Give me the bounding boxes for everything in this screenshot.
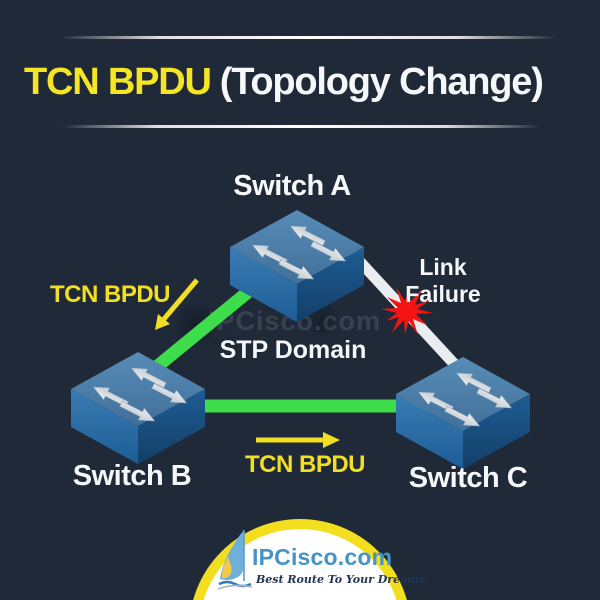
logo-name: IPCisco.com bbox=[252, 544, 393, 570]
switch-a-label: Switch A bbox=[233, 170, 351, 202]
switch-b-label: Switch B bbox=[72, 460, 192, 492]
tcn-bpdu-bottom-label: TCN BPDU bbox=[245, 451, 366, 478]
header-divider-bottom bbox=[62, 125, 540, 128]
arrow-down-left-icon bbox=[155, 278, 199, 330]
link-failure-burst-icon bbox=[381, 287, 433, 335]
title-highlight: TCN BPDU bbox=[24, 61, 212, 103]
switch-a-icon bbox=[230, 210, 364, 322]
sailboat-drop-icon bbox=[217, 530, 253, 590]
link-a-b-green bbox=[143, 272, 270, 380]
tcn-bpdu-left-label: TCN BPDU bbox=[50, 281, 171, 308]
link-failure-label: Link Failure bbox=[373, 254, 513, 308]
switch-c-icon bbox=[396, 357, 530, 469]
logo-tagline: Best Route To Your Dreams bbox=[256, 573, 426, 586]
link-failure-line2: Failure bbox=[405, 281, 481, 307]
header-divider-top bbox=[60, 36, 557, 39]
switch-c-label: Switch C bbox=[408, 462, 528, 494]
title-rest: (Topology Change) bbox=[219, 61, 544, 103]
switch-b-icon bbox=[71, 352, 205, 464]
arrow-right-icon bbox=[256, 432, 340, 448]
stp-domain-label: STP Domain bbox=[219, 336, 367, 364]
page-title: TCN BPDU(Topology Change) bbox=[24, 57, 544, 107]
link-failure-line1: Link bbox=[419, 254, 467, 280]
